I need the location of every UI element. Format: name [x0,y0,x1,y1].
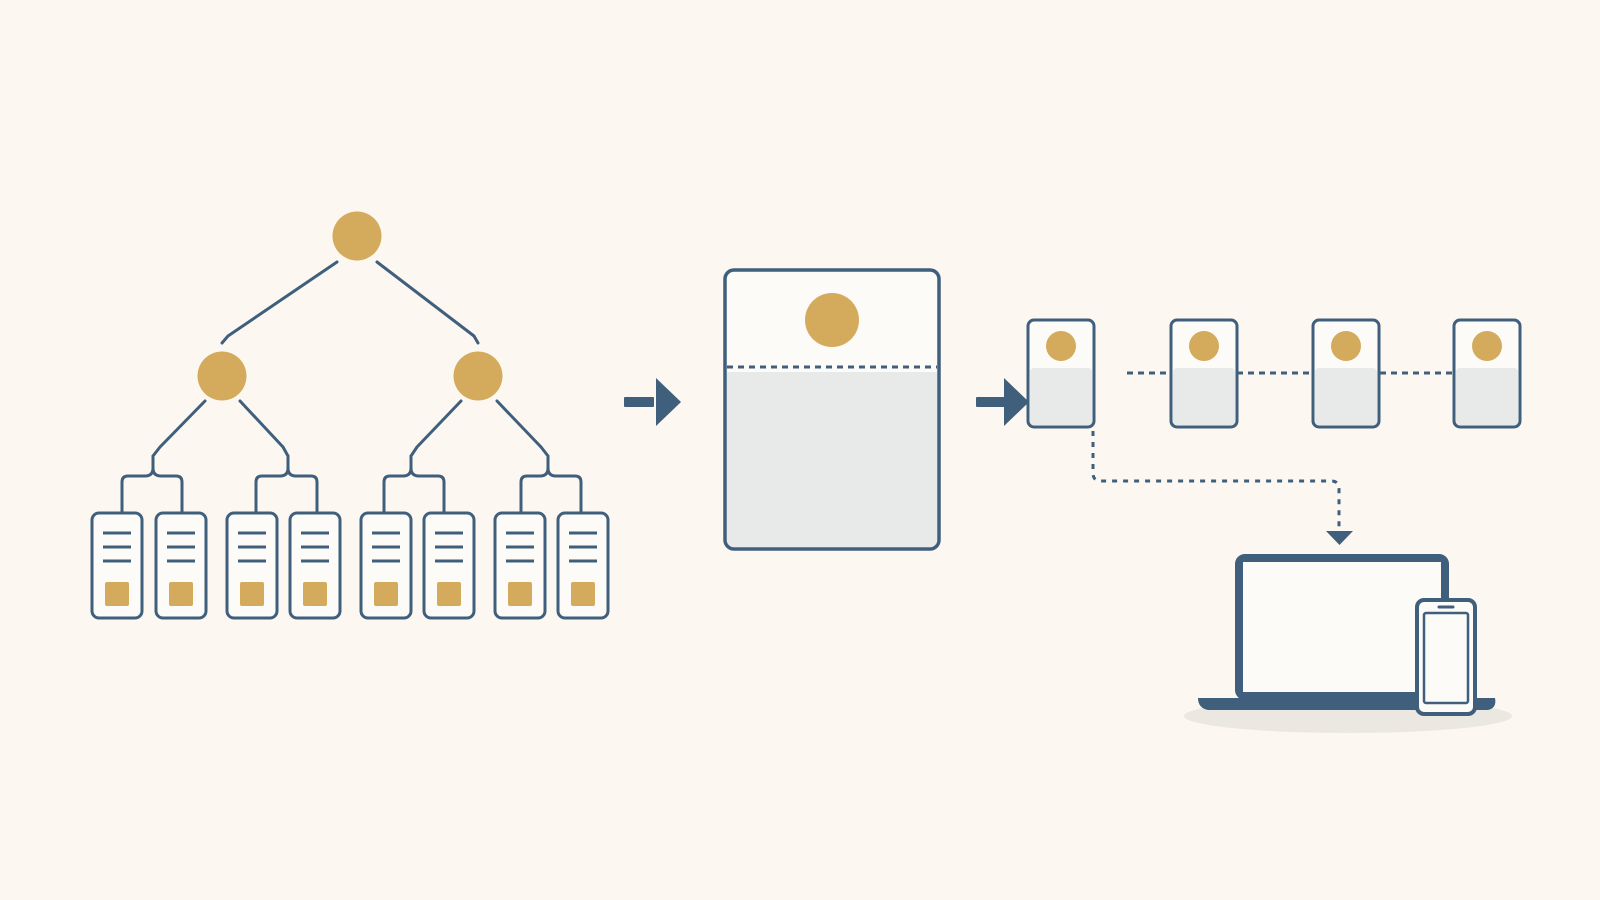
hierarchy-tree [90,211,610,620]
document-icon [90,511,144,620]
card-node [1331,331,1361,361]
container-panel [723,268,941,551]
cards [1026,318,1522,429]
card [1311,318,1381,429]
container-lower-area [727,372,937,547]
document-icon [556,511,610,620]
container-node [805,293,859,347]
card [1452,318,1522,429]
devices [1184,554,1512,733]
card [1026,318,1096,429]
leaf-documents [90,511,610,620]
output-connector [1091,431,1353,545]
tree-node-right [453,351,503,401]
card-node [1472,331,1502,361]
arrow-right-icon [976,378,1029,426]
document-icon [154,511,208,620]
arrow-down-icon [1326,531,1353,545]
card-chain [1026,318,1522,429]
document-icon [288,511,342,620]
laptop-icon [1198,554,1496,710]
document-icon [422,511,476,620]
phone-icon [1415,598,1477,716]
document-icon [359,511,413,620]
tree-root-node [332,211,382,261]
tree-connectors [120,260,583,514]
card-node [1189,331,1219,361]
arrow-right-icon [624,378,681,426]
document-icon [493,511,547,620]
card [1169,318,1239,429]
card-node [1046,331,1076,361]
tree-node-left [197,351,247,401]
document-icon [225,511,279,620]
